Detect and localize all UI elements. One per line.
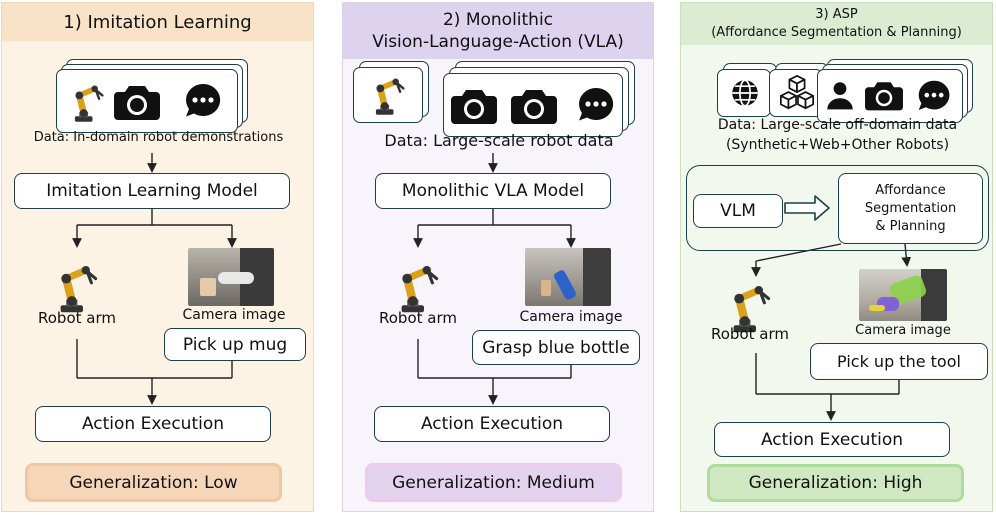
affordance-segmentation-planning-box: Affordance Segmentation & Planning [838,173,983,244]
robots-card-front [817,69,963,123]
command-box: Grasp blue bottle [472,330,640,365]
synthetic-card-front [769,69,823,117]
camera-image-photo [188,248,274,306]
data-label: Data: Large-scale robot data [384,131,614,150]
generalization-badge: Generalization: High [707,464,964,502]
flow-connectors [413,153,576,405]
camera-image-photo [525,248,611,306]
robot-arm-label: Robot arm [379,309,457,327]
chat-bubble-icon [183,81,223,121]
vlm-box: VLM [693,194,783,228]
vlm-to-asp-arrow [784,195,830,221]
imitation-learning-model-box: Imitation Learning Model [14,173,290,209]
camera-image-label: Camera image [855,323,951,338]
camera-icon [113,82,161,122]
generalization-badge: Generalization: Medium [365,463,622,502]
data-label: Data: Large-scale off-domain data (Synth… [717,117,958,153]
robot-arm-icon [48,259,104,315]
camera-icon [510,86,558,126]
robot-arm-icon [366,73,410,117]
chat-bubble-icon [916,78,952,114]
robot-arm-label: Robot arm [38,309,116,327]
web-card-front [717,69,771,117]
robot-data-card-front [353,67,423,123]
data-card-front [56,69,238,133]
camera-icon [864,79,904,112]
action-execution-box: Action Execution [714,422,950,457]
robot-arm-icon [389,259,445,315]
camera-image-label: Camera image [182,307,286,323]
camera-icon [450,86,498,126]
action-execution-box: Action Execution [35,406,271,442]
command-box: Pick up mug [164,328,306,361]
panel-asp: 3) ASP (Affordance Segmentation & Planni… [680,2,993,512]
data-label: Data: In-domain robot demonstrations [33,130,284,145]
chat-bubble-icon [576,85,616,125]
monolithic-vla-model-box: Monolithic VLA Model [375,173,611,209]
cubes-icon [778,74,816,112]
robot-arm-icon [65,80,109,124]
robot-arm-label: Robot arm [711,325,789,343]
panel-title: 1) Imitation Learning [2,3,313,41]
media-card-front [443,73,623,137]
flow-connectors [72,153,237,405]
panel-title: 2) Monolithic Vision-Language-Action (VL… [343,3,653,59]
asp-system-container [686,165,989,251]
panel-imitation-learning: 1) Imitation Learning Data: In-domain ro… [1,2,314,512]
globe-icon [728,76,762,110]
flow-connectors [751,195,912,421]
command-box: Pick up the tool [810,343,988,380]
generalization-badge: Generalization: Low [25,463,282,502]
action-execution-box: Action Execution [374,406,610,442]
camera-image-label: Camera image [519,309,623,325]
camera-image-photo [859,269,947,321]
person-icon [824,79,856,111]
panel-title: 3) ASP (Affordance Segmentation & Planni… [681,3,992,45]
panel-monolithic-vla: 2) Monolithic Vision-Language-Action (VL… [342,2,654,512]
